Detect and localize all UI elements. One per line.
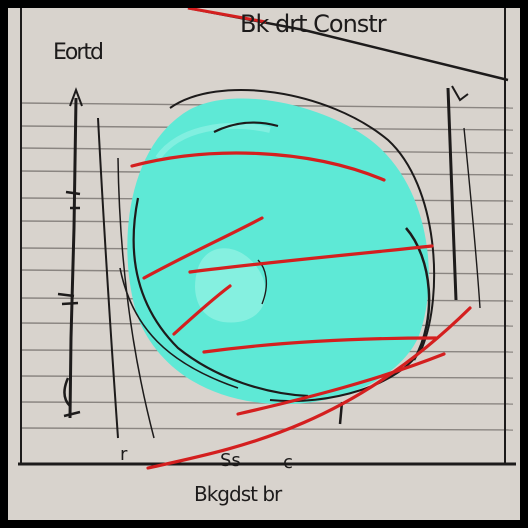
guide-line	[97, 117, 119, 439]
axis-tick	[65, 190, 81, 210]
ruled-line	[19, 427, 514, 431]
red-scribble	[188, 244, 434, 274]
blob-outline	[132, 197, 309, 398]
axis-ticks	[57, 190, 81, 418]
blob-sheen	[155, 122, 271, 160]
right-guide-line	[446, 87, 458, 301]
paper-sheet: Bk drt Constr Eortd Bkgdst br r Ss c	[8, 8, 520, 520]
handwritten-mark: r	[120, 444, 128, 465]
sketch-drawing	[18, 8, 516, 470]
sketch-title: Bk drt Constr	[240, 10, 387, 38]
red-scribble	[146, 306, 472, 470]
red-scribble	[172, 284, 232, 336]
right-guide-arrowhead	[451, 85, 469, 102]
corner-label: Eortd	[53, 40, 104, 65]
red-scribble	[142, 216, 264, 280]
red-accent-line	[187, 8, 267, 24]
axis-tick	[57, 292, 79, 306]
axis-arrowhead	[69, 87, 83, 107]
blob-outline	[405, 227, 431, 361]
blob-outline	[257, 259, 268, 305]
footer-label: Bkgdst br	[194, 482, 282, 506]
blob-outline	[119, 267, 239, 389]
cyan-blob	[127, 98, 429, 405]
red-scribbles	[130, 151, 472, 470]
margin-lines	[20, 8, 506, 464]
handwritten-mark: Ss	[220, 450, 241, 471]
axis-tick	[63, 377, 81, 418]
guide-line	[117, 157, 155, 439]
guide-line	[463, 127, 481, 309]
red-scribble	[130, 151, 386, 182]
blob-outline	[213, 121, 279, 133]
axis-vertical-line	[68, 97, 78, 419]
red-scribble	[236, 352, 446, 416]
red-scribble	[202, 336, 438, 354]
handwritten-mark: c	[283, 452, 293, 473]
